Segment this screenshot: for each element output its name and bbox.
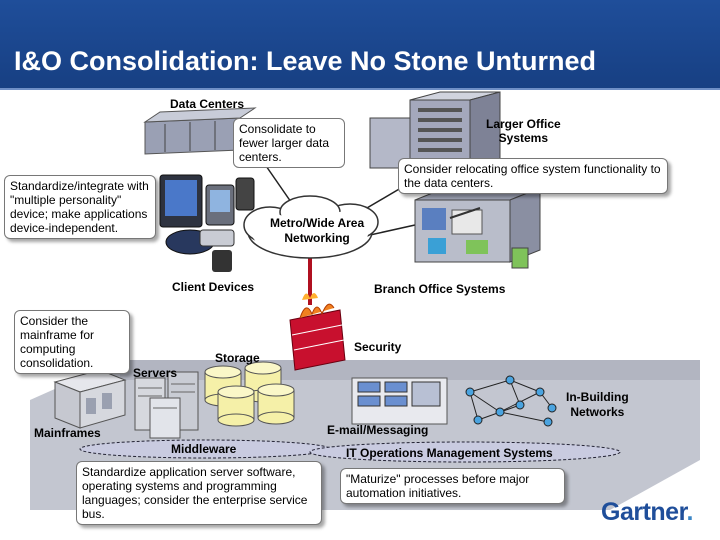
label-email: E-mail/Messaging <box>327 423 429 437</box>
label-larger-office: Larger Office Systems <box>486 117 561 145</box>
itoms-bar <box>309 441 621 463</box>
label-middleware: Middleware <box>171 442 237 456</box>
label-in-building: In-Building Networks <box>566 390 629 419</box>
label-client-devices: Client Devices <box>172 280 255 294</box>
pda-icon <box>159 174 255 228</box>
page-title: I&O Consolidation: Leave No Stone Unturn… <box>14 46 597 76</box>
server-rack-icon <box>143 107 257 155</box>
title-underline <box>0 88 720 90</box>
title-bar <box>0 0 720 90</box>
note-consolidate: Consolidate to fewer larger data centers… <box>233 118 345 168</box>
label-data-centers: Data Centers <box>170 97 245 111</box>
note-standardize-device: Standardize/integrate with "multiple per… <box>4 175 156 239</box>
cloud-icon <box>243 195 379 259</box>
note-maturize: "Maturize" processes before major automa… <box>340 468 565 504</box>
phone-icon <box>165 229 235 272</box>
storage-cylinder-icon <box>204 361 295 427</box>
label-storage: Storage <box>215 351 260 365</box>
label-itoms: IT Operations Management Systems <box>346 446 553 460</box>
gartner-logo: Gartner. <box>601 498 693 527</box>
gartner-logo-dot: . <box>686 498 693 526</box>
label-metro-wan: Metro/Wide Area Networking <box>270 216 365 245</box>
firewall-icon <box>289 293 346 371</box>
note-relocate: Consider relocating office system functi… <box>398 158 668 194</box>
gartner-logo-text: Gartner <box>601 498 687 526</box>
label-security: Security <box>354 340 402 354</box>
label-mainframes: Mainframes <box>34 426 101 440</box>
mainframe-icon <box>53 369 127 429</box>
note-mainframe: Consider the mainframe for computing con… <box>14 310 130 374</box>
branch-office-icon <box>414 187 541 269</box>
label-branch-office: Branch Office Systems <box>374 282 506 296</box>
note-middleware: Standardize application server software,… <box>76 461 322 525</box>
link-cloud-branch <box>369 224 416 236</box>
building-tower-icon <box>369 91 501 171</box>
label-servers: Servers <box>133 366 178 380</box>
server-stack-icon <box>134 371 199 439</box>
network-mesh-icon <box>465 375 557 427</box>
email-panel-icon <box>351 377 448 425</box>
